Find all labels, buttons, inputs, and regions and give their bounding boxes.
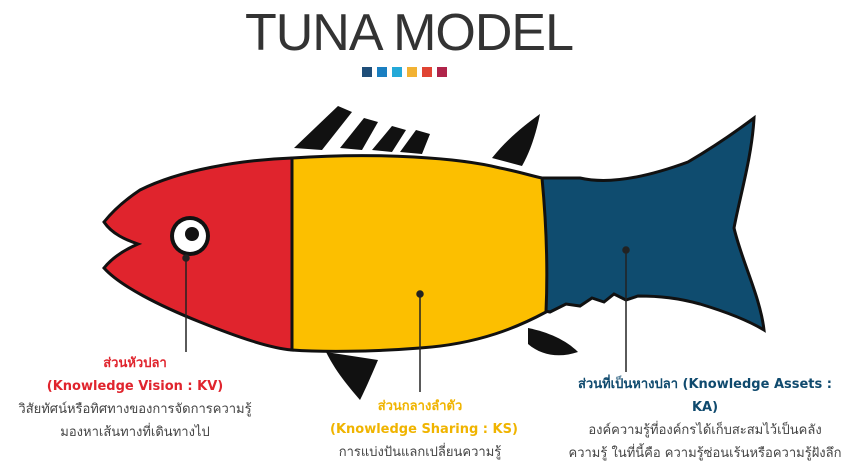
- head-section-desc-line2: มองหาเส้นทางที่เดินทางไป: [0, 421, 270, 444]
- dorsal-fin: [492, 114, 540, 166]
- body-section-desc-line1: การแบ่งปันแลกเปลี่ยนความรู้: [330, 441, 510, 464]
- eye-pupil: [185, 227, 199, 241]
- head-label: ส่วนหัวปลา (Knowledge Vision : KV) วิสัย…: [0, 352, 270, 444]
- body-label: ส่วนกลางลำตัว (Knowledge Sharing : KS) ก…: [330, 395, 510, 464]
- head-section-desc-line1: วิสัยทัศน์หรือทิศทางของการจัดการความรู้: [0, 398, 270, 421]
- tail-section-code-end: KA): [560, 396, 850, 419]
- tail-label: ส่วนที่เป็นหางปลา (Knowledge Assets : KA…: [560, 373, 850, 465]
- body-section-name: ส่วนกลางลำตัว: [330, 395, 510, 418]
- tail-section-desc-line1: องค์ความรู้ที่องค์กรได้เก็บสะสมไว้เป็นคล…: [560, 419, 850, 442]
- body-section-code: (Knowledge Sharing : KS): [330, 418, 510, 441]
- dorsal-fin-spikes: [294, 106, 430, 154]
- head-section-name: ส่วนหัวปลา: [0, 352, 270, 375]
- tail-section-desc-line2: ความรู้ ในที่นี้คือ ความรู้ซ่อนเร้นหรือค…: [560, 442, 850, 465]
- tail-section: [540, 118, 764, 330]
- head-section-code: (Knowledge Vision : KV): [0, 375, 270, 398]
- tail-section-name-code: ส่วนที่เป็นหางปลา (Knowledge Assets :: [560, 373, 850, 396]
